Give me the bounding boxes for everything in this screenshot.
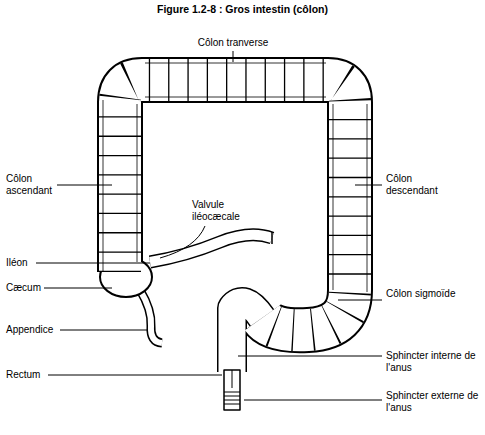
ileum-fill bbox=[150, 235, 272, 262]
ileum-outline bbox=[150, 235, 272, 262]
part-label: Côlon sigmoïde bbox=[386, 288, 456, 300]
rectum-fill bbox=[232, 302, 262, 372]
haustra bbox=[120, 80, 350, 330]
part-label: Rectum bbox=[6, 369, 66, 381]
part-label: Sphincter interne de l'anus bbox=[386, 350, 481, 374]
part-label: Côlon ascendant bbox=[6, 173, 64, 197]
part-label: Iléon bbox=[6, 257, 66, 269]
ileum-end bbox=[271, 232, 273, 244]
part-label: Sphincter externe de l'anus bbox=[386, 390, 481, 414]
leader-lines bbox=[36, 51, 382, 400]
appendix-fill bbox=[140, 290, 162, 343]
figure-title: Figure 1.2-8 : Gros intestin (côlon) bbox=[0, 3, 485, 15]
appendix-outline bbox=[140, 290, 162, 343]
part-label: Cæcum bbox=[6, 282, 66, 294]
anal-canal bbox=[224, 370, 240, 410]
part-label: Appendice bbox=[6, 324, 76, 336]
part-label: Côlon descendant bbox=[386, 173, 456, 197]
anal-sphincter bbox=[224, 370, 240, 404]
part-label: Côlon tranverse bbox=[183, 37, 283, 49]
taenia bbox=[103, 63, 367, 292]
part-label: Valvule iléocæcale bbox=[192, 199, 264, 223]
